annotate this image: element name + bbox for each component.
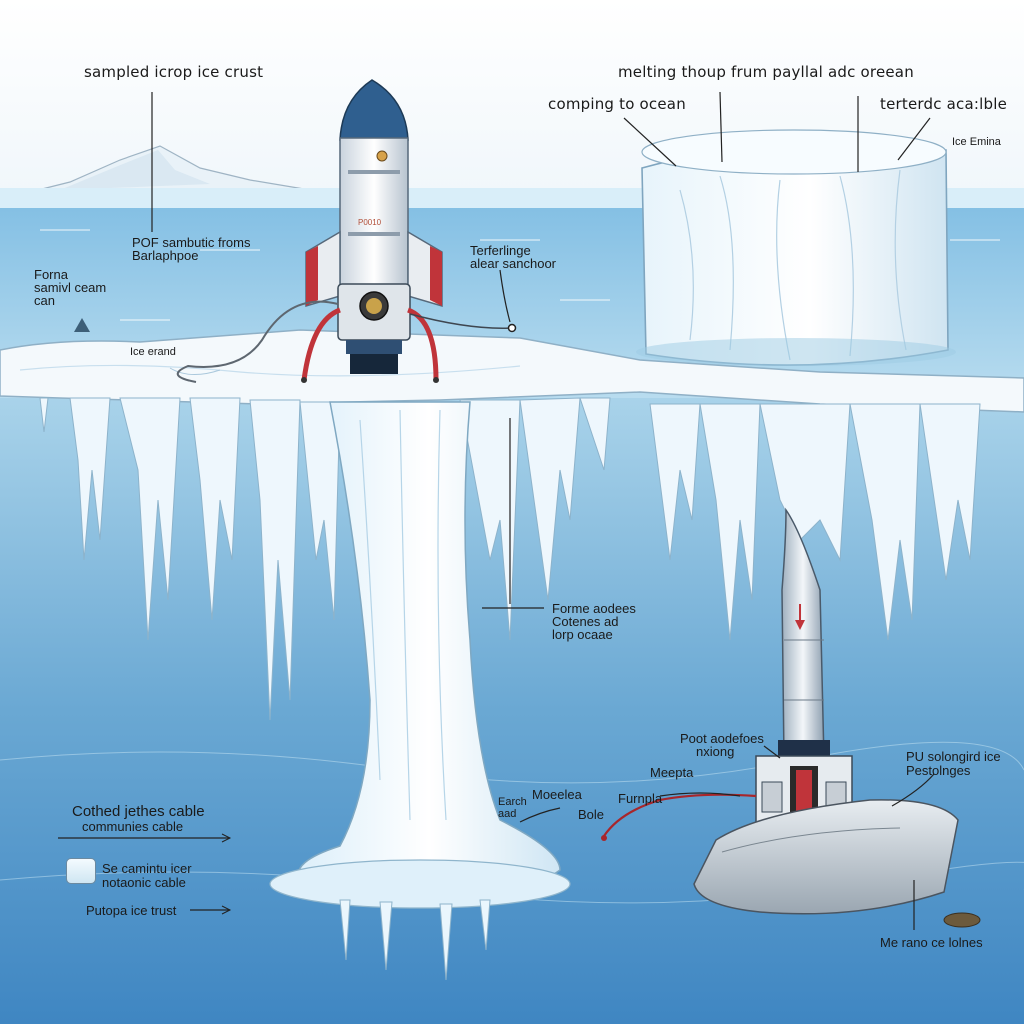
- label-comping-ocean: comping to ocean: [548, 95, 686, 113]
- tether-cable-left: [176, 300, 339, 383]
- label-earch-2: aad: [498, 808, 517, 820]
- label-earch-1: Earch: [498, 796, 527, 808]
- label-se-1: Se camintu icer: [102, 861, 192, 876]
- label-forme-1: Forme aodees: [552, 601, 636, 616]
- label-pof-1: POF sambutic froms: [132, 235, 251, 250]
- label-terterdc: terterdc aca:lble: [880, 95, 1007, 113]
- label-pof-2: Barlaphpoe: [132, 248, 199, 263]
- label-tethering-2: alear sanchoor: [470, 256, 556, 271]
- label-me-rano: Me rano ce lolnes: [880, 935, 983, 950]
- ice-crust: [0, 329, 1024, 413]
- label-se-2: notaonic cable: [102, 875, 186, 890]
- label-forna-3: can: [34, 293, 55, 308]
- label-moeelea: Moeelea: [532, 787, 582, 802]
- meltwater-pool: [269, 859, 571, 909]
- label-cothed-1: Cothed jethes cable: [72, 803, 205, 820]
- label-forna-1: Forna: [34, 267, 68, 282]
- label-ice-emina: Ice Emina: [952, 136, 1001, 148]
- label-forme-2: Cotenes ad: [552, 614, 619, 629]
- label-forna-2: samivl ceam: [34, 280, 107, 295]
- tether-cable-right: [409, 313, 513, 329]
- label-cothed-2: communies cable: [82, 819, 184, 834]
- label-post-2: nxiong: [696, 744, 735, 759]
- rocket-tag: P0010: [358, 218, 382, 227]
- rocket-lander: [301, 79, 443, 383]
- label-sampled-crust: sampled icrop ice crust: [84, 63, 264, 81]
- label-forme-3: lorp ocaae: [552, 627, 613, 642]
- label-ice-erand: Ice erand: [130, 346, 176, 358]
- label-melting-payload: melting thoup frum payllal adc oreean: [618, 63, 914, 81]
- leader-lines: [58, 91, 935, 930]
- label-pu-2: Pestolnges: [906, 763, 971, 778]
- label-bole: Bole: [578, 807, 605, 822]
- ice-cube-icon: [66, 858, 96, 884]
- label-tethering-1: Terferlinge: [470, 243, 531, 258]
- icicles-right: [649, 403, 981, 641]
- shark-fin-icon: [74, 318, 90, 332]
- label-furnpla: Furnpla: [618, 791, 663, 806]
- label-pu-1: PU solongird ice: [906, 749, 1001, 764]
- label-post-1: Poot aodefoes: [680, 731, 764, 746]
- label-meepta: Meepta: [650, 765, 694, 780]
- label-putopa: Putopa ice trust: [86, 903, 177, 918]
